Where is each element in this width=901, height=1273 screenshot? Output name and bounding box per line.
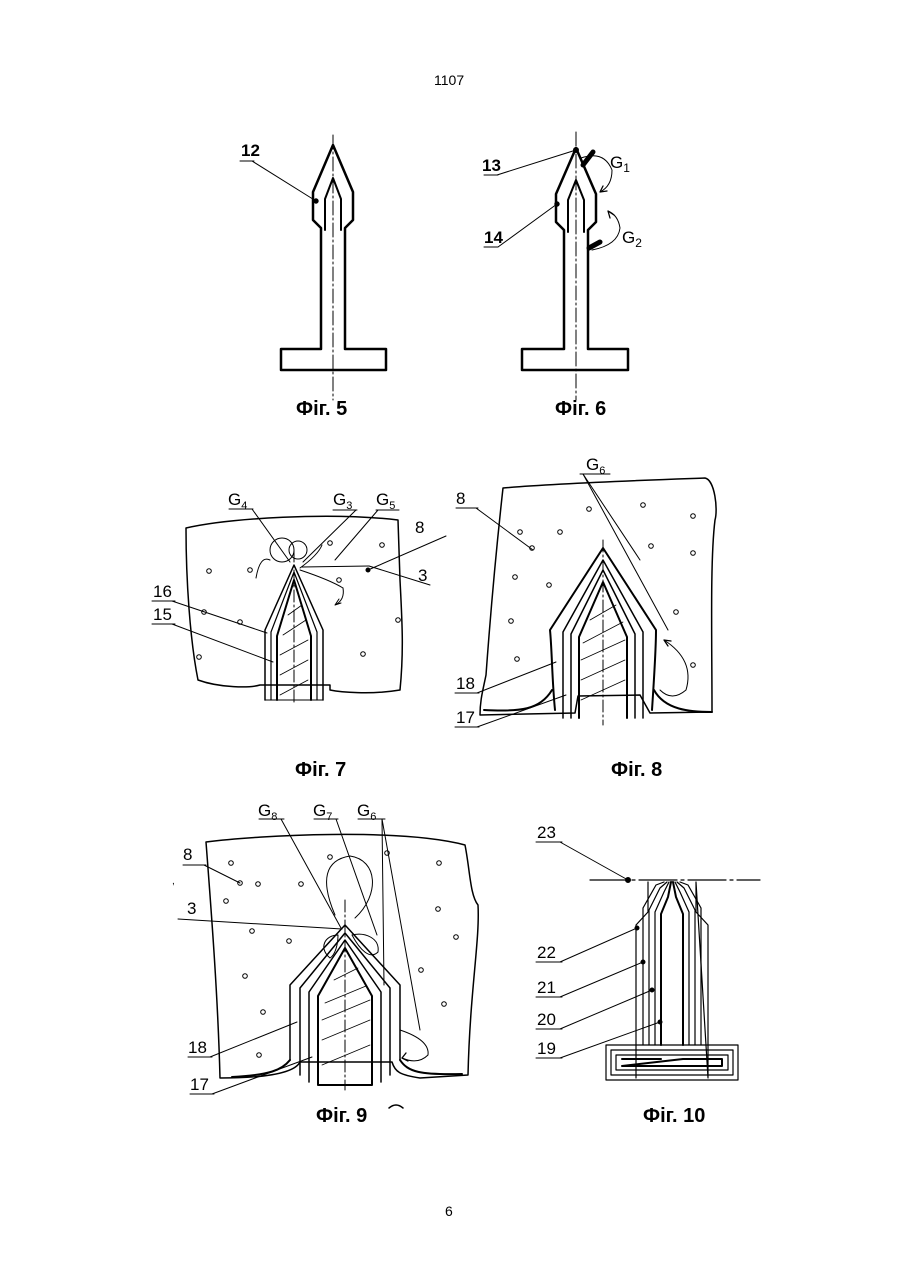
fig10-label-20: 20 (537, 1010, 556, 1029)
fig9-label-g6: G6 (357, 801, 376, 823)
fig5-label-pointer-12 (314, 199, 318, 203)
fig8-label-g6: G6 (586, 455, 605, 477)
fig7-label-g4: G4 (228, 490, 247, 512)
fig10-label-19: 19 (537, 1039, 556, 1058)
fig6-drawing: 13 14 G1 G2 (482, 132, 642, 400)
fig7-label-g5: G5 (376, 490, 395, 512)
svg-text:,: , (172, 876, 175, 887)
fig6-label-14: 14 (484, 228, 503, 247)
fig9-label-3: 3 (187, 899, 196, 918)
fig10-label-23: 23 (537, 823, 556, 842)
fig10-label-21: 21 (537, 978, 556, 997)
fig9-drawing: G8 G7 G6 8 3 18 17 , (172, 801, 478, 1108)
fig10-drawing: 23 22 21 20 19 (536, 823, 760, 1080)
footer-page-number: 6 (445, 1203, 453, 1219)
fig7-label-3: 3 (418, 566, 427, 585)
fig9-label-18: 18 (188, 1038, 207, 1057)
fig5-label-12: 12 (241, 141, 260, 160)
fig8-caption: Фіг. 8 (611, 759, 662, 782)
fig6-label-g1: G1 (610, 153, 630, 175)
fig9-caption: Фіг. 9 (316, 1105, 367, 1128)
fig7-drawing: G4 G3 G5 8 3 16 15 (152, 490, 446, 705)
fig7-label-16: 16 (153, 582, 172, 601)
fig7-label-8: 8 (415, 518, 424, 537)
fig6-label-13: 13 (482, 156, 501, 175)
fig8-drawing: G6 8 18 17 (455, 455, 716, 727)
fig7-label-g3: G3 (333, 490, 352, 512)
fig5-caption: Фіг. 5 (296, 398, 347, 421)
fig8-label-8: 8 (456, 489, 465, 508)
fig7-caption: Фіг. 7 (295, 759, 346, 782)
fig9-label-g7: G7 (313, 801, 332, 823)
fig9-label-8: 8 (183, 845, 192, 864)
fig6-caption: Фіг. 6 (555, 398, 606, 421)
fig10-caption: Фіг. 10 (643, 1105, 705, 1128)
fig6-label-g2: G2 (622, 228, 642, 250)
fig8-label-18: 18 (456, 674, 475, 693)
fig10-label-22: 22 (537, 943, 556, 962)
fig8-label-17: 17 (456, 708, 475, 727)
fig9-label-17: 17 (190, 1075, 209, 1094)
fig5-drawing: 12 (240, 135, 386, 400)
fig9-label-g8: G8 (258, 801, 277, 823)
fig7-label-15: 15 (153, 605, 172, 624)
